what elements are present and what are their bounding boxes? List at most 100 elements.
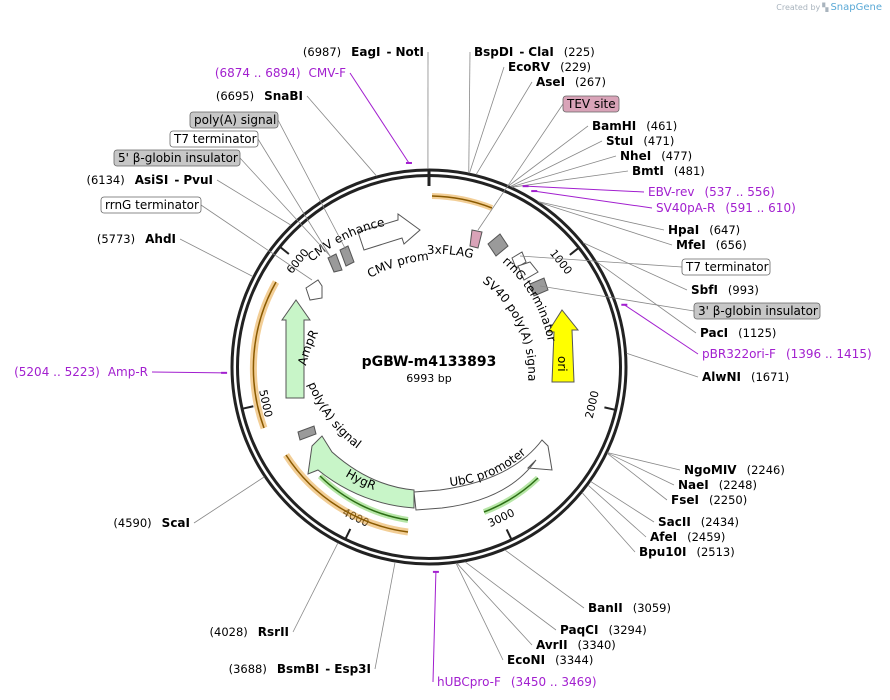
leader-avrii	[456, 562, 533, 646]
plasmid-size: 6993 bp	[406, 372, 451, 385]
ampr-arrow	[281, 299, 311, 399]
leader-bamhi	[508, 125, 589, 187]
primer-leader-sv40pa-r	[534, 190, 653, 209]
site-labels: (6987)EagI-NotI BspDI-ClaI(225)EcoRV(229)…	[14, 45, 872, 689]
orf-arc-bottom-line	[285, 454, 409, 533]
tick-mark-2000	[604, 406, 616, 411]
leader-mfei	[538, 202, 673, 246]
primer-leader-ebv-rev	[525, 185, 645, 193]
primer-label-sv40pa-r: SV40pA-R(591 .. 610)	[656, 201, 796, 215]
hygr-orf-arc-line	[319, 475, 409, 521]
beta-globin-3-box	[529, 277, 549, 297]
site-label-scai: (4590)ScaI	[113, 516, 190, 530]
ubc-promoter-arrow	[413, 439, 553, 511]
site-label-bpu10i: Bpu10I(2513)	[639, 545, 735, 559]
site-label-bspdi: BspDI-ClaI(225)	[474, 45, 595, 59]
leader-bpu10i	[581, 492, 636, 553]
cmv-promoter-arrow	[305, 279, 323, 301]
leader-asei	[475, 81, 533, 175]
leader-nhei	[511, 155, 617, 188]
box-leader-4	[257, 138, 331, 257]
orf-arc-left-line	[252, 281, 277, 429]
leader-econi	[455, 562, 504, 661]
site-label-paqci: PaqCI(3294)	[560, 623, 647, 637]
primer-label-cmv-f: (6874 .. 6894)CMV-F	[215, 66, 346, 80]
polya-box	[297, 425, 317, 441]
box-leader-5	[239, 157, 333, 259]
snapgene-credit: Created by ▚ SnapGene	[776, 2, 882, 13]
snapgene-logo-icon: ▚	[822, 3, 829, 12]
site-label-ngomiv: NgoMIV(2246)	[684, 463, 785, 477]
leader-afei	[587, 484, 647, 538]
ori-arrow	[547, 309, 580, 383]
site-label-rsrii: (4028)RsrII	[210, 625, 289, 639]
site-label-ecorv: EcoRV(229)	[508, 60, 591, 74]
primer-leader-amp-r	[151, 371, 225, 374]
beta-globin-5-box	[327, 253, 343, 273]
box-leader-3	[277, 119, 347, 251]
leader-asisi	[216, 179, 292, 226]
site-label-snabi: (6695)SnaBI	[216, 89, 303, 103]
leader-scai	[193, 476, 265, 524]
primer-leader-cmv-f	[349, 72, 410, 164]
tick-mark-3000	[505, 528, 513, 540]
site-label-bmti: BmtI(481)	[632, 164, 705, 178]
leader-sbfi	[582, 242, 688, 291]
tick-mark-5000	[242, 405, 254, 410]
site-label-hpai: HpaI(647)	[668, 223, 740, 237]
site-label-asisi: (6134)AsiSI-PvuI	[86, 173, 213, 187]
boxed-label-bg-6	[100, 196, 202, 214]
feature-label-polya-signal: poly(A) signal	[305, 380, 364, 451]
primer-label-pbr322ori-f: pBR322ori-F(1396 .. 1415)	[702, 347, 872, 361]
boxed-label-bg-3	[189, 111, 279, 129]
site-label-eagi: (6987)EagI-NotI	[303, 45, 424, 59]
site-label-econi: EcoNI(3344)	[507, 653, 593, 667]
leader-fsei	[606, 452, 668, 501]
cmv-enhancer-arrow	[357, 213, 421, 251]
feature-label-3xflag: 3xFLAG	[427, 243, 475, 261]
site-label-bamhi: BamHI(461)	[592, 119, 677, 133]
site-label-mfei: MfeI(656)	[676, 238, 747, 252]
site-label-afei: AfeI(2459)	[650, 530, 725, 544]
leader-alwni	[626, 352, 699, 378]
boxed-label-4: T7 terminator	[173, 132, 257, 146]
primer-label-ebv-rev: EBV-rev(537 .. 556)	[648, 185, 775, 199]
site-label-avrii: AvrII(3340)	[536, 638, 616, 652]
leader-ahdi	[179, 238, 254, 277]
site-label-sacii: SacII(2434)	[658, 515, 739, 529]
leader-sacii	[590, 481, 655, 523]
feature-label-ori: ori	[555, 356, 569, 372]
leader-bspdi	[468, 51, 471, 174]
tick-label-6000: 6000	[284, 246, 312, 276]
tev-site-box	[469, 229, 483, 249]
boxed-label-bg-5	[113, 149, 241, 167]
primer-label-amp-r: (5204 .. 5223)Amp-R	[14, 365, 148, 379]
orf-arc-top-line	[431, 195, 493, 209]
primer-leader-hubcpro-f	[432, 571, 437, 683]
boxed-label-bg-1	[681, 258, 771, 276]
site-label-paci: PacI(1125)	[700, 326, 776, 340]
site-label-alwni: AlwNI(1671)	[702, 370, 789, 384]
boxed-label-2: 3' β-globin insulator	[698, 304, 818, 318]
leader-hpai	[537, 201, 665, 231]
tick-label-1000: 1000	[547, 247, 575, 277]
tick-mark-1000	[569, 247, 580, 256]
credit-brand: SnapGene	[830, 2, 882, 13]
primer-label-hubcpro-f: hUBCpro-F(3450 .. 3469)	[437, 675, 597, 689]
3xflag-box	[487, 233, 509, 257]
site-label-bsmbi: (3688)BsmBI-Esp3I	[229, 662, 371, 676]
polya-box-2	[339, 245, 355, 267]
boxed-label-5: 5' β-globin insulator	[118, 151, 238, 165]
site-label-naei: NaeI(2248)	[678, 478, 757, 492]
leader-ngomiv	[607, 452, 681, 471]
leader-paci	[596, 261, 697, 334]
rrng-terminator-box	[517, 261, 539, 281]
box-leader-0	[477, 103, 564, 231]
boxed-label-0: TEV site	[566, 97, 616, 111]
site-label-stui: StuI(471)	[606, 134, 674, 148]
leader-banii	[504, 549, 585, 609]
leader-naei	[607, 452, 675, 486]
leader-bmti	[511, 170, 629, 188]
site-label-asei: AseI(267)	[536, 75, 606, 89]
